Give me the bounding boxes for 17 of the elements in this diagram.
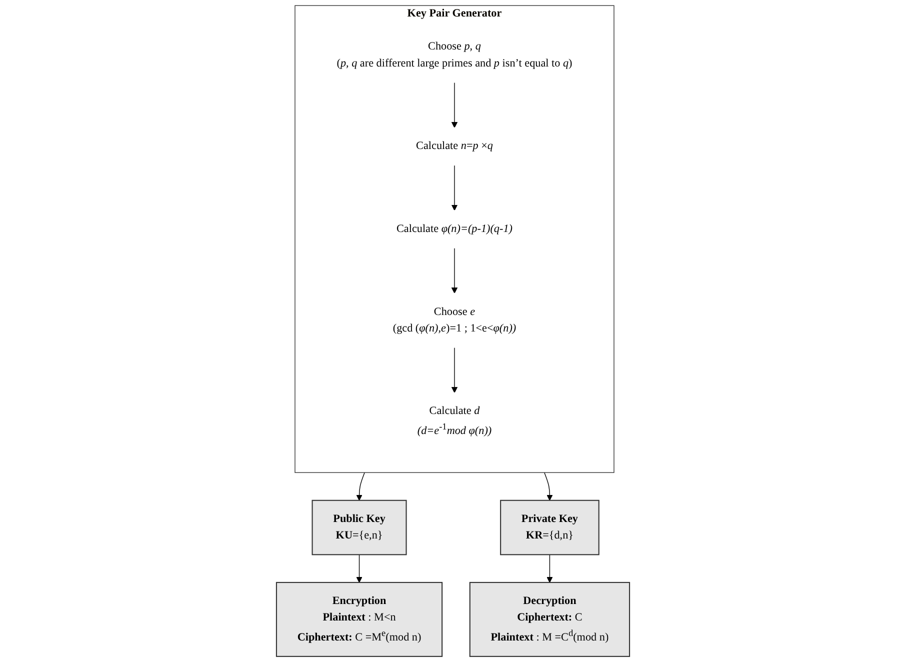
node-box: Private Key KR={d,n} bbox=[500, 500, 600, 556]
node-text: Calculate n=p ×q bbox=[416, 140, 493, 152]
node-text: Choose p, q (p, q are different large primes and p isn’t equal to q) bbox=[336, 40, 572, 70]
node-box: Decryption Ciphertext: C Plaintext : M =C$^{d}$(mod n) bbox=[469, 582, 630, 657]
arrow bbox=[451, 82, 458, 128]
arrow bbox=[356, 554, 362, 583]
node-text: Calculate d (d=e$^{-1}$mod φ(n)) bbox=[417, 405, 492, 437]
node-box: Encryption Plaintext : M<n Ciphertext: C =M$^{e}$(mod n) bbox=[276, 582, 443, 657]
node-box: Public Key KU={e,n} bbox=[312, 500, 407, 556]
arrow bbox=[451, 248, 458, 294]
arrow bbox=[451, 347, 458, 393]
node-text: Calculate φ(n)=(p-1)(q-1) bbox=[396, 222, 512, 235]
arrow bbox=[356, 472, 365, 501]
arrow bbox=[546, 554, 553, 583]
arrow bbox=[451, 164, 458, 211]
arrow bbox=[544, 472, 553, 501]
node-text: Choose e (gcd (φ(n),e)=1 ; 1<e<φ(n)) bbox=[392, 306, 516, 334]
